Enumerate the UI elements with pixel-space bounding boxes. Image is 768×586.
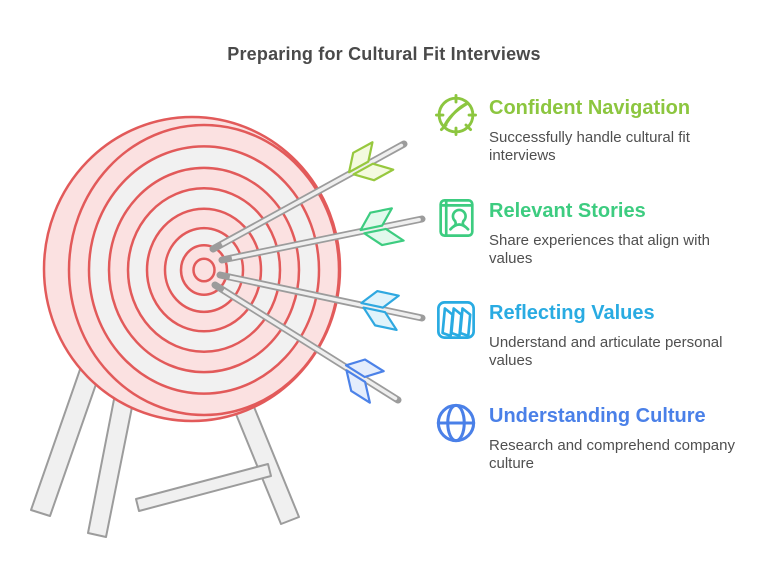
arrow-tip — [213, 241, 224, 249]
item-understanding-culture: Understanding Culture Research and compr… — [433, 400, 753, 473]
item-heading: Relevant Stories — [489, 200, 646, 222]
arrow-tip — [222, 254, 233, 262]
arrow-confident-navigation — [209, 140, 408, 253]
arrow-fletching — [347, 141, 395, 182]
easel-crossbar — [135, 463, 272, 512]
arrow-fletching — [360, 289, 400, 332]
target-board — [42, 115, 342, 423]
item-relevant-stories: Relevant Stories Share experiences that … — [433, 195, 753, 268]
item-description: Share experiences that align with values — [489, 232, 710, 267]
arrow-tip — [215, 285, 226, 294]
item-description: Understand and articulate personal value… — [489, 334, 723, 369]
arrow-relevant-stories — [218, 207, 426, 264]
arrow-tip — [220, 273, 231, 281]
item-heading: Reflecting Values — [489, 302, 655, 324]
target-rings — [67, 123, 341, 417]
values-flags-icon — [433, 297, 479, 343]
item-heading: Understanding Culture — [489, 405, 706, 427]
item-heading: Confident Navigation — [489, 97, 691, 119]
target-illustration — [30, 115, 426, 538]
bullseye — [192, 257, 216, 283]
item-description: Successfully handle cultural fit intervi… — [489, 129, 690, 164]
page-title: Preparing for Cultural Fit Interviews — [227, 44, 541, 64]
arrow-reflecting-values — [216, 271, 426, 332]
arrow-fletching — [344, 358, 385, 404]
item-confident-navigation: Confident Navigation Successfully handle… — [433, 92, 753, 165]
arrow-understanding-culture — [211, 281, 402, 404]
arrow-fletching — [359, 207, 405, 247]
story-book-icon — [433, 195, 479, 241]
item-reflecting-values: Reflecting Values Understand and articul… — [433, 297, 753, 370]
compass-icon — [433, 92, 479, 138]
globe-icon — [433, 400, 479, 446]
item-description: Research and comprehend company culture — [489, 437, 735, 472]
